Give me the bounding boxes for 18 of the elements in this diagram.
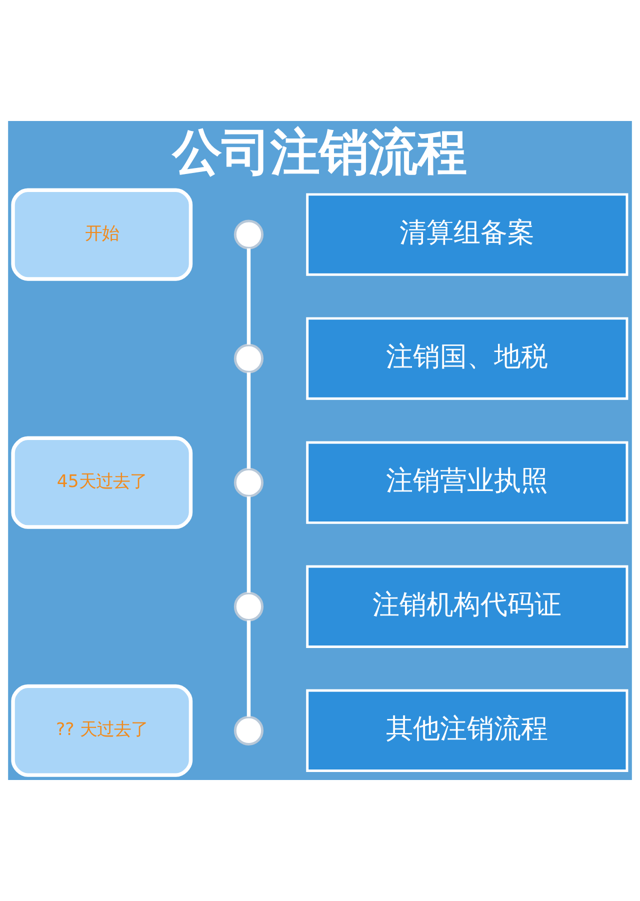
- node-box: 45天过去了: [11, 436, 193, 529]
- node-circle: [234, 468, 264, 498]
- node-box: 其他注销流程: [306, 689, 628, 772]
- node-circle: [234, 344, 264, 374]
- node-box: 注销机构代码证: [306, 565, 628, 648]
- node-box: ?? 天过去了: [11, 684, 193, 777]
- connector: [246, 620, 251, 717]
- node-box: 开始: [11, 188, 193, 281]
- node-box: 清算组备案: [306, 193, 628, 276]
- node-circle: [234, 592, 264, 622]
- node-circle: [234, 220, 264, 250]
- node-circle: [234, 716, 264, 746]
- diagram-title: 公司注销流程: [172, 123, 467, 182]
- connector: [246, 372, 251, 469]
- connector: [246, 496, 251, 593]
- node-box: 注销国、地税: [306, 317, 628, 400]
- node-box: 注销营业执照: [306, 441, 628, 524]
- connector: [246, 248, 251, 345]
